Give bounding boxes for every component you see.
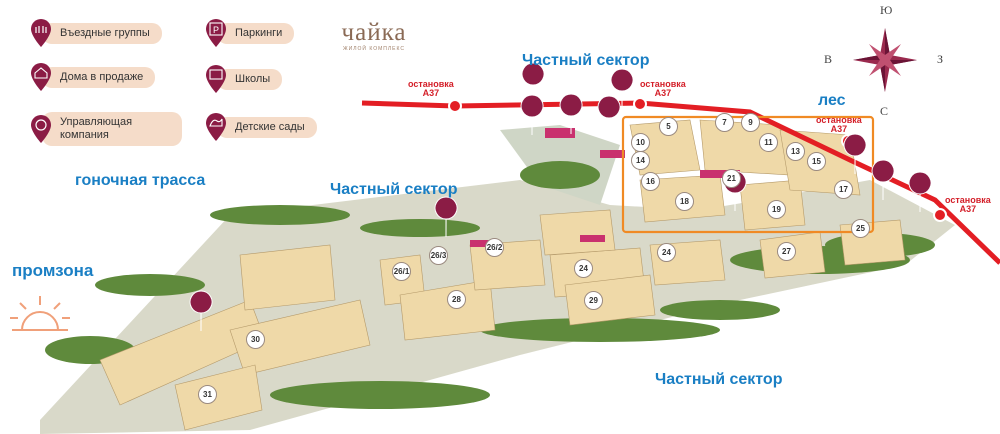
compass-south: Ю <box>880 3 893 17</box>
building-number[interactable]: 14 <box>631 151 650 170</box>
building-number[interactable]: 10 <box>631 133 650 152</box>
complex-logo: чайка ЖИЛОЙ КОМПЛЕКС <box>318 19 430 53</box>
building-number[interactable]: 13 <box>786 142 805 161</box>
building-number[interactable]: 26/2 <box>485 238 504 257</box>
area-label-private-bottom: Частный сектор <box>655 371 783 388</box>
compass-north: С <box>880 104 889 118</box>
building-number[interactable]: 16 <box>641 172 660 191</box>
sun-icon <box>10 296 70 331</box>
house-percent-icon <box>30 62 52 92</box>
area-label-private-mid: Частный сектор <box>330 181 458 198</box>
gate-icon <box>30 18 52 48</box>
compass-west: З <box>937 52 944 66</box>
legend-item-entry-groups[interactable]: Въездные группы <box>30 18 162 48</box>
logo-subtitle: ЖИЛОЙ КОМПЛЕКС <box>343 46 405 52</box>
building-number[interactable]: 26/1 <box>392 262 411 281</box>
building-number[interactable]: 18 <box>675 192 694 211</box>
compass-icon <box>853 28 917 92</box>
legend-label: Паркинги <box>217 22 295 44</box>
building-number[interactable]: 27 <box>777 242 796 261</box>
building-number[interactable]: 25 <box>851 219 870 238</box>
building-number[interactable]: 9 <box>741 113 760 132</box>
building-number[interactable]: 31 <box>198 385 217 404</box>
area-label-race-track: гоночная трасса <box>75 172 206 189</box>
school-icon <box>205 64 227 94</box>
building-number[interactable]: 7 <box>715 113 734 132</box>
building-number[interactable]: 11 <box>759 133 778 152</box>
legend-item-houses-for-sale[interactable]: Дома в продаже <box>30 62 156 92</box>
building-number[interactable]: 26/3 <box>429 246 448 265</box>
legend-item-schools[interactable]: Школы <box>205 64 283 94</box>
building-number[interactable]: 28 <box>447 290 466 309</box>
building-number[interactable]: 30 <box>246 330 265 349</box>
legend-label: Въездные группы <box>42 22 162 44</box>
legend-label: Школы <box>217 68 283 90</box>
legend-label: Управляющая компания <box>42 112 182 146</box>
building-number[interactable]: 29 <box>584 291 603 310</box>
svg-text:P: P <box>213 25 219 35</box>
parking-icon: P <box>205 18 227 48</box>
building-number[interactable]: 19 <box>767 200 786 219</box>
logo-text: чайка <box>341 19 407 46</box>
area-label-forest: лес <box>818 92 846 109</box>
compass-east: В <box>824 52 833 66</box>
legend-item-kindergartens[interactable]: Детские сады <box>205 112 317 142</box>
area-label-private-top: Частный сектор <box>522 52 650 69</box>
legend-label: Дома в продаже <box>42 66 156 88</box>
building-number[interactable]: 17 <box>834 180 853 199</box>
building-number[interactable]: 24 <box>574 259 593 278</box>
building-number[interactable]: 24 <box>657 243 676 262</box>
ground-plot <box>40 180 955 434</box>
building-number[interactable]: 5 <box>659 117 678 136</box>
kindergarten-icon <box>205 112 227 142</box>
building-number[interactable]: 21 <box>722 169 741 188</box>
legend-item-management-company[interactable]: Управляющая компания <box>30 112 182 146</box>
legend-item-parking[interactable]: P Паркинги <box>205 18 295 48</box>
area-label-industrial: промзона <box>12 261 94 280</box>
building-number[interactable]: 15 <box>807 152 826 171</box>
management-icon <box>30 114 52 144</box>
legend-label: Детские сады <box>217 116 317 138</box>
